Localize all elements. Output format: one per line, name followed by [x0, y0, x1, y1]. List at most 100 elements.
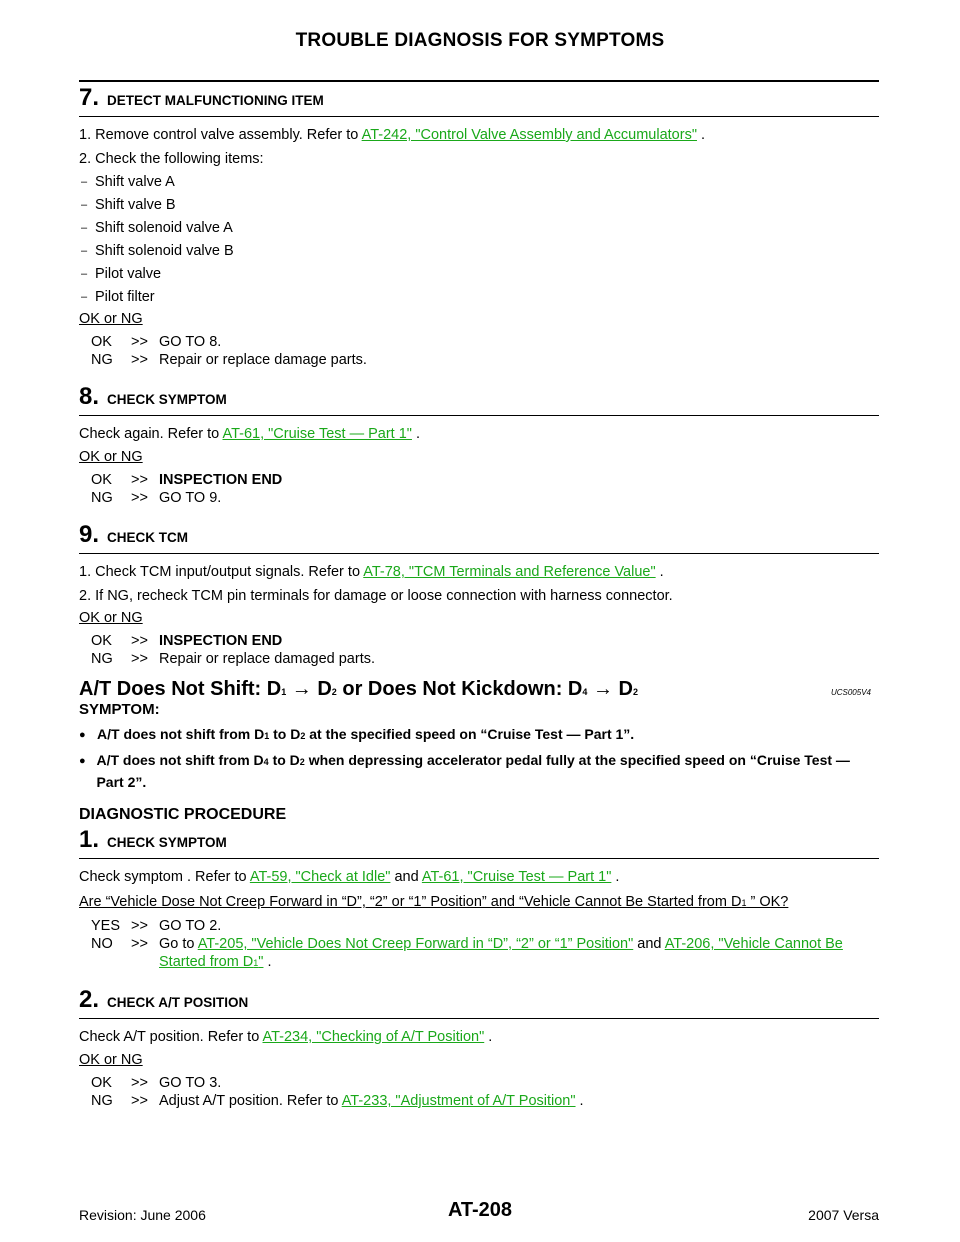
result-code: OK: [91, 334, 112, 350]
symptom-bullet: ● A/T does not shift from D4 to D2 when …: [79, 750, 879, 792]
result-arrow: >>: [131, 918, 148, 934]
ok-result: OK >> GO TO 8.: [91, 333, 879, 351]
vehicle-creep-link[interactable]: AT-205, "Vehicle Does Not Creep Forward …: [197, 936, 634, 952]
result-text: GO TO 2.: [159, 918, 222, 934]
bullet-icon: ●: [79, 755, 86, 767]
instruction-end: .: [411, 426, 421, 442]
result-code: NG: [91, 651, 113, 667]
result-arrow: >>: [131, 472, 148, 488]
ok-result: OK>>GO TO 3.: [91, 1074, 879, 1092]
ok-result: OK >> INSPECTION END: [91, 632, 879, 650]
list-item-text: Shift valve B: [95, 197, 176, 213]
step-9-heading: 9. CHECK TCM: [79, 521, 879, 554]
result-arrow: >>: [131, 334, 148, 350]
result-text: INSPECTION END: [159, 633, 283, 649]
step-title: DETECT MALFUNCTIONING ITEM: [107, 93, 324, 108]
bullet-icon: ●: [79, 729, 86, 741]
check-at-idle-link[interactable]: AT-59, "Check at Idle": [249, 869, 391, 885]
list-item: –Pilot valve: [79, 264, 879, 284]
result-text: INSPECTION END: [159, 472, 283, 488]
list-item-text: Shift valve A: [95, 174, 175, 190]
step-1-question: Are “Vehicle Dose Not Creep Forward in “…: [79, 894, 789, 910]
step-9-instruction-2: 2. If NG, recheck TCM pin terminals for …: [79, 588, 673, 604]
step-2-instruction: Check A/T position. Refer to AT-234, "Ch…: [79, 1027, 879, 1047]
instruction-text: 1. Remove control valve assembly. Refer …: [79, 127, 362, 143]
result-arrow: >>: [131, 490, 148, 506]
step-number: 8.: [79, 383, 100, 410]
list-item: –Shift valve B: [79, 195, 879, 215]
ng-result: NG>>GO TO 9.: [91, 489, 879, 507]
result-arrow: >>: [131, 936, 148, 952]
bullet-text: A/T does not shift from D4 to D2 when de…: [96, 752, 850, 790]
section-code: UCS005V4: [830, 688, 871, 697]
list-item-text: Shift solenoid valve B: [95, 243, 234, 259]
no-result: NO >> Go to AT-205, "Vehicle Does Not Cre…: [91, 935, 879, 972]
section-title-text: A/T Does Not Shift: D1 → D2 or Does Not …: [79, 678, 638, 700]
result-arrow: >>: [131, 352, 148, 368]
ng-result: NG>>Repair or replace damaged parts.: [91, 650, 879, 668]
step-8-instruction: Check again. Refer to AT-61, "Cruise Tes…: [79, 424, 879, 444]
page-content: 7. DETECT MALFUNCTIONING ITEM 1. Remove …: [79, 84, 879, 1110]
result-arrow: >>: [131, 1093, 148, 1109]
step-number: 9.: [79, 521, 100, 548]
symptom-bullet: ● A/T does not shift from D1 to D2 at th…: [79, 724, 879, 746]
ok-or-ng-label: OK or NG: [79, 1052, 143, 1068]
control-valve-link[interactable]: AT-242, "Control Valve Assembly and Accu…: [361, 127, 697, 143]
step-7-instruction-2: 2. Check the following items:: [79, 151, 264, 167]
step-1-instruction: Check symptom . Refer to AT-59, "Check a…: [79, 867, 879, 887]
step-title: CHECK SYMPTOM: [107, 392, 227, 407]
step-2-heading: 2. CHECK A/T POSITION: [79, 986, 879, 1019]
tcm-terminals-link[interactable]: AT-78, "TCM Terminals and Reference Valu…: [363, 564, 656, 580]
diagnostic-procedure-heading: DIAGNOSTIC PROCEDURE: [79, 806, 287, 823]
step-title: CHECK SYMPTOM: [107, 835, 227, 850]
instruction-end: .: [611, 869, 620, 885]
dash-icon: –: [81, 199, 88, 211]
result-text: Adjust A/T position. Refer to AT-233, "A…: [159, 1093, 584, 1109]
instruction-text: Check A/T position. Refer to: [79, 1029, 263, 1045]
bullet-text: A/T does not shift from D1 to D2 at the …: [97, 726, 635, 742]
ng-result: NG >> Adjust A/T position. Refer to AT-23…: [91, 1092, 879, 1110]
dash-icon: –: [81, 268, 88, 280]
result-code: NG: [91, 1093, 113, 1109]
result-text: Repair or replace damage parts.: [159, 352, 367, 368]
list-item-text: Pilot filter: [95, 289, 155, 305]
instruction-text: Check again. Refer to: [79, 426, 223, 442]
page-number: AT-208: [447, 1199, 513, 1221]
check-items-list: –Shift valve A –Shift valve B –Shift sol…: [79, 172, 879, 307]
symptom-heading: SYMPTOM:: [79, 701, 160, 718]
result-code: YES: [91, 918, 121, 934]
vehicle-model: 2007 Versa: [808, 1207, 879, 1223]
cruise-test-link[interactable]: AT-61, "Cruise Test — Part 1": [222, 426, 412, 442]
step-9-instruction-1: 1. Check TCM input/output signals. Refer…: [79, 562, 879, 582]
step-number: 7.: [79, 84, 100, 111]
result-text: GO TO 9.: [159, 490, 222, 506]
yes-result: YES >> GO TO 2.: [91, 917, 879, 935]
result-code: OK: [91, 1075, 112, 1091]
step-title: CHECK TCM: [107, 530, 189, 545]
step-7-heading: 7. DETECT MALFUNCTIONING ITEM: [79, 84, 879, 117]
dash-icon: –: [81, 291, 88, 303]
list-item: –Shift valve A: [79, 172, 879, 192]
result-code: OK: [91, 472, 112, 488]
result-text: GO TO 8.: [159, 334, 222, 350]
dash-icon: –: [81, 176, 88, 188]
list-item: –Shift solenoid valve B: [79, 241, 879, 261]
result-code: OK: [91, 633, 112, 649]
instruction-mid: and: [390, 869, 422, 885]
vehicle-cannot-start-link[interactable]: AT-206, "Vehicle Cannot Be Started from …: [159, 936, 843, 970]
checking-at-position-link[interactable]: AT-234, "Checking of A/T Position": [262, 1029, 485, 1045]
result-code: NO: [91, 936, 113, 952]
result-text: Go to AT-205, "Vehicle Does Not Creep Fo…: [159, 936, 843, 970]
header-rule: [79, 80, 879, 82]
cruise-test-link[interactable]: AT-61, "Cruise Test — Part 1": [421, 869, 612, 885]
ok-or-ng-label: OK or NG: [79, 449, 143, 465]
instruction-end: .: [484, 1029, 493, 1045]
ok-result: OK >> INSPECTION END: [91, 471, 879, 489]
instruction-text: Check symptom . Refer to: [79, 869, 250, 885]
adjustment-at-position-link[interactable]: AT-233, "Adjustment of A/T Position": [341, 1093, 576, 1109]
step-8-heading: 8. CHECK SYMPTOM: [79, 383, 879, 416]
result-text: Repair or replace damaged parts.: [159, 651, 376, 667]
step-title: CHECK A/T POSITION: [107, 995, 249, 1010]
result-arrow: >>: [131, 633, 148, 649]
ok-or-ng-label: OK or NG: [79, 610, 143, 626]
